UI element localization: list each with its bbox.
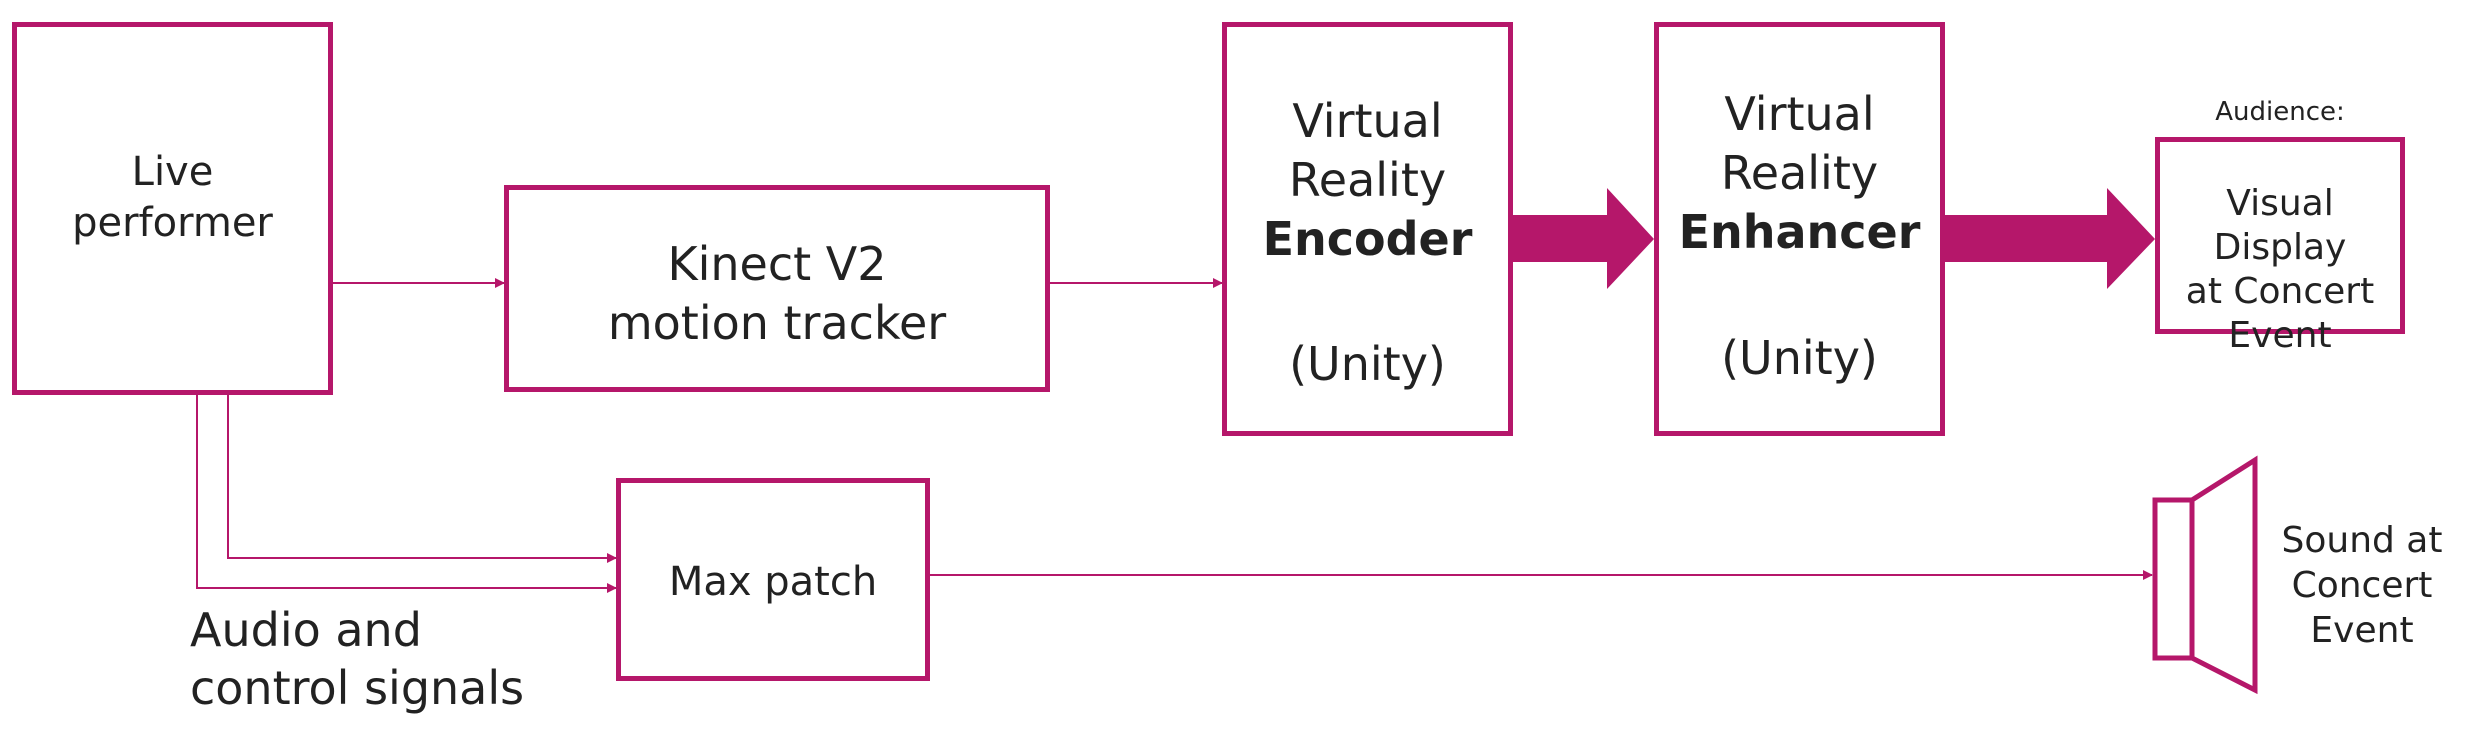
signals-line-1: Audio and <box>190 603 422 657</box>
kinect-line-1: Kinect V2 <box>667 237 887 291</box>
signals-label: Audio and control signals <box>190 602 610 717</box>
kinect-label: Kinect V2 motion tracker <box>509 235 1045 353</box>
thick-arrow-enhancer-to-display <box>1945 188 2155 289</box>
encoder-box: Virtual Reality Encoder (Unity) <box>1222 22 1513 436</box>
enhancer-line-2: Reality <box>1720 145 1879 200</box>
encoder-line-1: Virtual <box>1292 94 1443 148</box>
arrow-control-signal <box>227 395 617 563</box>
display-line-1: Visual Display <box>2213 183 2347 268</box>
performer-line-1: Live <box>131 149 214 195</box>
thick-arrow-encoder-to-enhancer <box>1513 188 1654 289</box>
encoder-label: Virtual Reality Encoder <box>1227 92 1508 269</box>
enhancer-label: Virtual Reality Enhancer <box>1659 85 1940 262</box>
performer-label: Live performer <box>17 147 328 249</box>
encoder-platform: (Unity) <box>1289 337 1446 391</box>
sound-line-2: Concert <box>2291 565 2433 606</box>
sound-line-1: Sound at <box>2281 520 2443 561</box>
kinect-line-2: motion tracker <box>607 295 947 350</box>
enhancer-line-3: Enhancer <box>1678 204 1921 259</box>
encoder-line-3: Encoder <box>1262 211 1473 266</box>
display-box: Visual Display at Concert Event <box>2155 137 2405 356</box>
signals-line-2: control signals <box>190 660 525 715</box>
kinect-box: Kinect V2 motion tracker <box>504 185 1050 392</box>
enhancer-platform: (Unity) <box>1721 331 1878 385</box>
display-label: Visual Display at Concert Event <box>2160 182 2400 358</box>
enhancer-line-1: Virtual <box>1724 87 1875 141</box>
max-patch-label: Max patch <box>668 559 878 605</box>
sound-line-3: Event <box>2310 610 2414 651</box>
performer-box: Live performer <box>12 22 333 395</box>
enhancer-box: Virtual Reality Enhancer (Unity) <box>1654 22 1945 436</box>
display-line-3: Event <box>2228 314 2332 356</box>
audience-label: Audience: <box>2215 97 2345 127</box>
arrow-audio-signal <box>196 395 617 593</box>
encoder-line-2: Reality <box>1288 152 1447 207</box>
speaker-icon <box>2152 455 2258 695</box>
max-patch-box: Max patch <box>616 478 930 681</box>
sound-label: Sound at Concert Event <box>2262 518 2462 653</box>
display-line-2: at Concert <box>2185 270 2375 312</box>
performer-line-2: performer <box>72 200 273 247</box>
